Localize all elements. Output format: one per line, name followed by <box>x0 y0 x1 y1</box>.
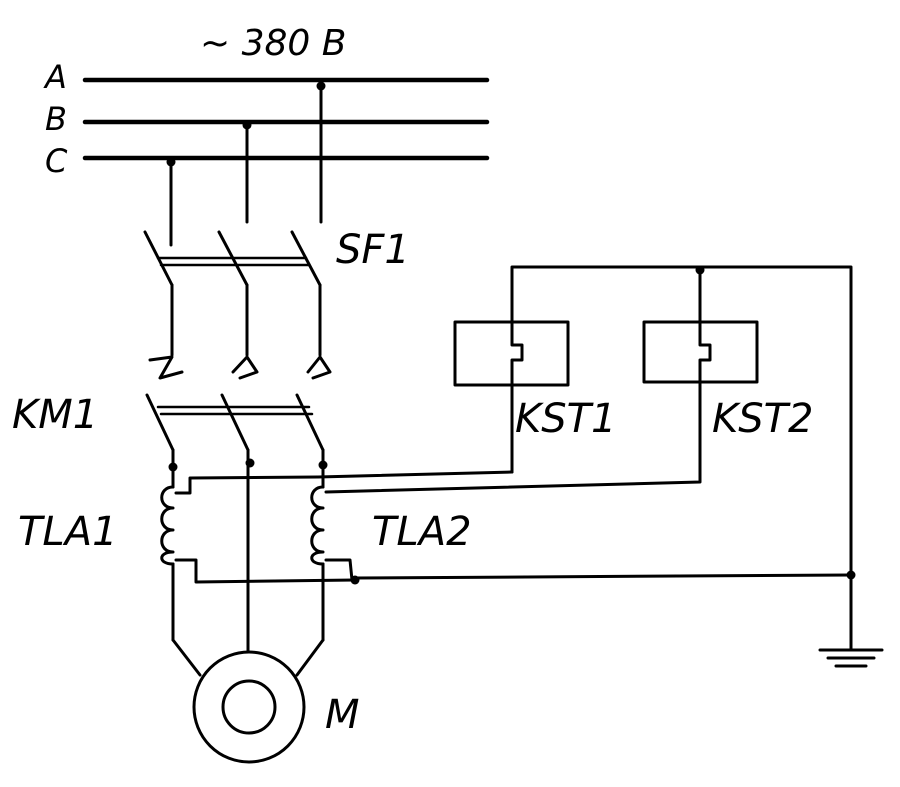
junction-phase-b <box>245 458 255 468</box>
kst2-element <box>698 320 712 377</box>
motor-label: M <box>325 692 360 738</box>
kst1-label: KST1 <box>515 396 617 442</box>
phase-label-c: C <box>45 142 68 180</box>
breaker-release-3 <box>306 355 332 380</box>
supply-bus: ~ 380 В A B C <box>43 23 490 247</box>
tla2-secondary-bottom <box>324 558 354 582</box>
common-return-wire <box>353 573 853 580</box>
relay-common-wire <box>510 265 853 577</box>
tla2-secondary-top <box>324 373 702 494</box>
motor-outer-circle <box>192 650 306 764</box>
phase-label-a: A <box>43 58 67 96</box>
motor-inner-circle <box>221 679 277 735</box>
tla2-coil <box>310 485 325 566</box>
contactor-label: KM1 <box>12 392 98 438</box>
current-transformer-tla1: TLA1 <box>18 465 514 642</box>
thermal-relay-kst1: KST1 <box>453 320 617 474</box>
ground-symbol <box>818 573 884 668</box>
tla1-label: TLA1 <box>18 509 118 555</box>
kst2-label: KST2 <box>712 396 814 442</box>
motor-lead-3 <box>295 638 325 677</box>
contactor-blade-3 <box>295 393 325 452</box>
motor-lead-1 <box>171 638 202 677</box>
tla2-label: TLA2 <box>372 509 472 555</box>
breaker-label: SF1 <box>336 227 410 273</box>
breaker-release-2 <box>231 355 259 380</box>
phase-label-b: B <box>45 100 67 138</box>
current-transformer-tla2: TLA2 <box>310 373 702 642</box>
contactor-blade-1 <box>145 393 175 452</box>
thermal-relay-loop: KST1 KST2 <box>353 265 856 580</box>
voltage-label: ~ 380 В <box>200 23 346 64</box>
thermal-relay-kst2: KST2 <box>642 320 814 442</box>
tla1-coil <box>160 485 175 566</box>
kst1-element <box>510 326 524 474</box>
motor-m: M <box>171 610 360 764</box>
tla1-secondary-bottom <box>174 558 357 584</box>
tla1-secondary-top <box>174 470 514 495</box>
breaker-sf1: SF1 <box>143 227 410 380</box>
breaker-release-1 <box>148 355 184 380</box>
contactor-blade-2 <box>220 393 250 452</box>
contactor-km1: KM1 <box>12 392 328 614</box>
